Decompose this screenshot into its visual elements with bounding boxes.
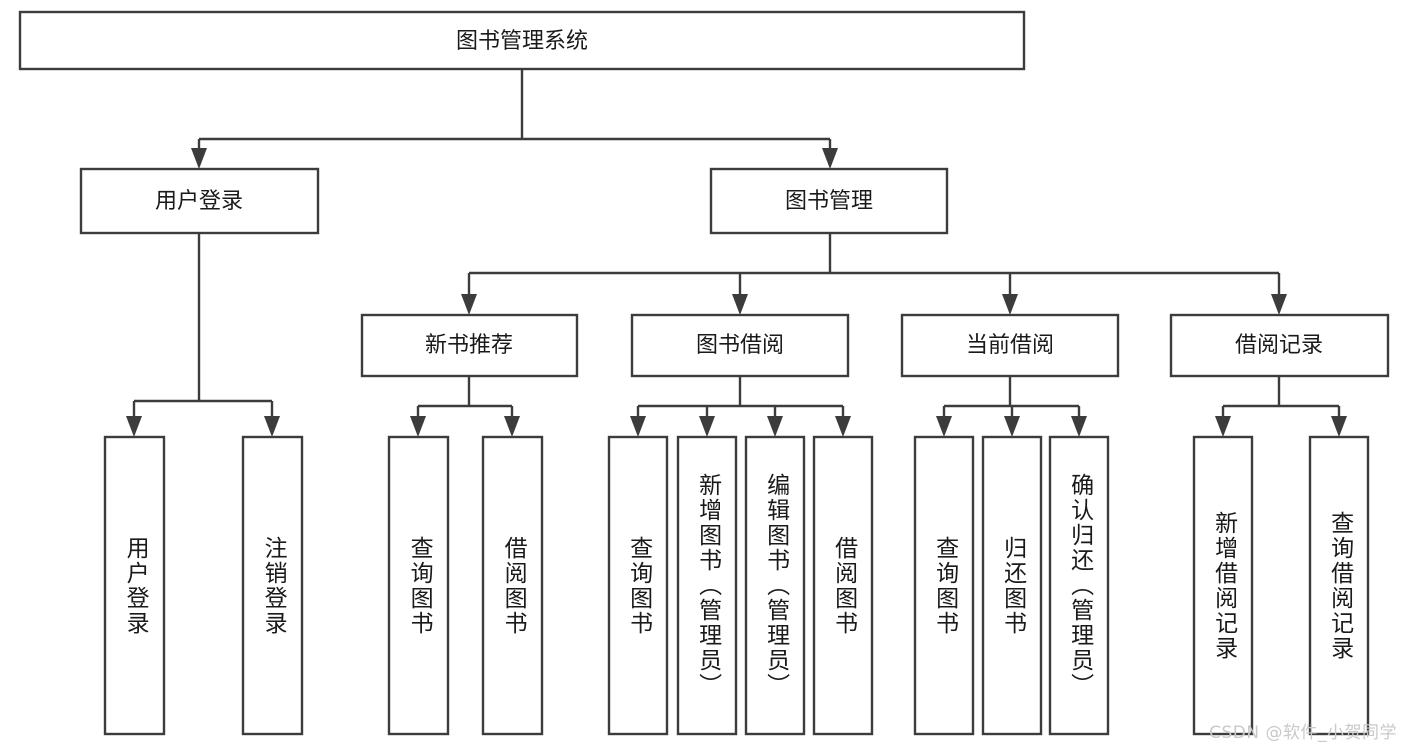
leaf-node[interactable]: 注销登录 [241, 435, 304, 736]
leaf-label-holder: 注销登录 [260, 535, 287, 636]
leaf-label-holder: 编辑图书（管理员） [762, 473, 789, 698]
leaf-label-add-borrow-record: 新增借阅记录 [1210, 510, 1237, 661]
arrow-user-login-leaf-1 [126, 416, 142, 437]
leaf-label-holder: 新增借阅记录 [1210, 510, 1237, 661]
leaf-label-holder: 借阅图书 [830, 535, 857, 636]
leaf-node[interactable]: 用户登录 [103, 435, 166, 736]
node-user-login-label: 用户登录 [155, 189, 243, 214]
arrow-current-leaf-2 [1004, 416, 1020, 437]
node-new-book-recommend[interactable]: 新书推荐 [360, 313, 579, 378]
leaf-node[interactable]: 编辑图书（管理员） [744, 435, 806, 736]
leaf-node[interactable]: 新增图书（管理员） [676, 435, 738, 736]
leaf-node[interactable]: 借阅图书 [481, 435, 544, 736]
node-book-borrow-label: 图书借阅 [696, 333, 784, 358]
arrow-book-mgmt-to-current [1002, 294, 1018, 315]
node-user-login-box[interactable] [79, 167, 320, 235]
leaf-node[interactable]: 查询图书 [607, 435, 669, 736]
leaf-box-add-borrow-record[interactable] [1192, 435, 1254, 736]
arrow-record-leaf-1 [1215, 416, 1231, 437]
node-current-borrow-label: 当前借阅 [966, 333, 1054, 358]
leaf-node[interactable]: 查询图书 [913, 435, 975, 736]
arrow-root-to-user-login [191, 148, 207, 169]
connector-layer [126, 69, 1347, 437]
arrow-record-leaf-2 [1331, 416, 1347, 437]
node-user-login[interactable]: 用户登录 [79, 167, 320, 235]
leaf-label-return-book: 归还图书 [999, 535, 1026, 636]
leaf-label-holder: 查询图书 [625, 535, 652, 636]
node-book-management-label: 图书管理 [785, 189, 873, 214]
leaf-box-add-book-admin[interactable] [676, 435, 738, 736]
leaf-box-edit-book-admin[interactable] [744, 435, 806, 736]
arrow-book-mgmt-to-record [1271, 294, 1287, 315]
leaf-label-holder: 查询借阅记录 [1326, 510, 1353, 661]
leaf-label-holder: 查询图书 [931, 535, 958, 636]
node-borrow-record[interactable]: 借阅记录 [1169, 313, 1390, 378]
leaf-label-add-book-admin: 新增图书（管理员） [694, 473, 721, 698]
arrow-current-leaf-3 [1071, 416, 1087, 437]
leaf-box-query-book-current[interactable] [913, 435, 975, 736]
leaf-node[interactable]: 查询图书 [387, 435, 450, 736]
node-root-label: 图书管理系统 [456, 29, 588, 54]
arrow-current-leaf-1 [936, 416, 952, 437]
leaf-label-user-login: 用户登录 [122, 535, 149, 636]
arrow-book-mgmt-to-borrow [732, 294, 748, 315]
leaf-label-holder: 新增图书（管理员） [694, 473, 721, 698]
node-book-management[interactable]: 图书管理 [709, 167, 949, 235]
leaf-node[interactable]: 归还图书 [981, 435, 1043, 736]
leaf-label-confirm-return-admin: 确认归还（管理员） [1066, 473, 1093, 698]
arrow-borrow-leaf-3 [767, 416, 783, 437]
leaf-node[interactable]: 借阅图书 [812, 435, 874, 736]
leaf-box-return-book[interactable] [981, 435, 1043, 736]
node-book-borrow[interactable]: 图书借阅 [630, 313, 850, 378]
leaf-label-query-book-recommend: 查询图书 [406, 535, 433, 636]
arrow-user-login-leaf-2 [264, 416, 280, 437]
leaf-label-holder: 用户登录 [122, 535, 149, 636]
node-current-borrow[interactable]: 当前借阅 [900, 313, 1120, 378]
arrow-borrow-leaf-4 [835, 416, 851, 437]
leaf-label-holder: 归还图书 [999, 535, 1026, 636]
arrow-new-book-leaf-1 [410, 416, 426, 437]
leaf-node[interactable]: 查询借阅记录 [1308, 435, 1370, 736]
leaf-label-query-borrow-record: 查询借阅记录 [1326, 510, 1353, 661]
leaf-label-edit-book-admin: 编辑图书（管理员） [762, 473, 789, 698]
leaf-box-query-borrow-record[interactable] [1308, 435, 1370, 736]
csdn-watermark: CSDN @软件_小贺同学 [1209, 723, 1397, 743]
leaf-node[interactable]: 新增借阅记录 [1192, 435, 1254, 736]
leaf-label-borrow-book-recommend: 借阅图书 [500, 535, 527, 636]
leaf-node[interactable]: 确认归还（管理员） [1048, 435, 1110, 736]
leaf-label-holder: 借阅图书 [500, 535, 527, 636]
node-new-book-recommend-box[interactable] [360, 313, 579, 378]
leaf-box-query-book-borrow[interactable] [607, 435, 669, 736]
leaf-label-logout: 注销登录 [260, 535, 287, 636]
leaf-label-holder: 查询图书 [406, 535, 433, 636]
leaf-box-query-book-recommend[interactable] [387, 435, 450, 736]
node-current-borrow-box[interactable] [900, 313, 1120, 378]
arrow-borrow-leaf-2 [699, 416, 715, 437]
leaf-label-holder: 确认归还（管理员） [1066, 473, 1093, 698]
node-book-borrow-box[interactable] [630, 313, 850, 378]
node-borrow-record-box[interactable] [1169, 313, 1390, 378]
arrow-new-book-leaf-2 [504, 416, 520, 437]
node-borrow-record-label: 借阅记录 [1235, 333, 1323, 358]
node-new-book-recommend-label: 新书推荐 [425, 333, 513, 358]
arrow-borrow-leaf-1 [630, 416, 646, 437]
leaf-box-borrow-book[interactable] [812, 435, 874, 736]
leaf-box-user-login[interactable] [103, 435, 166, 736]
arrow-book-mgmt-to-new-book [461, 294, 477, 315]
node-root[interactable]: 图书管理系统 [18, 10, 1026, 71]
node-book-management-box[interactable] [709, 167, 949, 235]
leaf-box-logout[interactable] [241, 435, 304, 736]
node-root-box[interactable] [18, 10, 1026, 71]
leaf-label-query-book-borrow: 查询图书 [625, 535, 652, 636]
leaf-label-query-book-current: 查询图书 [931, 535, 958, 636]
leaf-box-confirm-return-admin[interactable] [1048, 435, 1110, 736]
leaf-label-borrow-book: 借阅图书 [830, 535, 857, 636]
leaf-box-borrow-book-recommend[interactable] [481, 435, 544, 736]
arrow-root-to-book-mgmt [822, 148, 838, 169]
